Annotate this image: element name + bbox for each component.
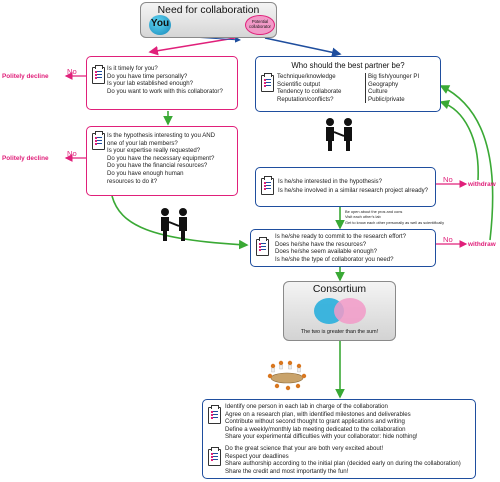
rule-line: Share the credit and most importantly th… [225, 467, 349, 475]
no-label-1: No [67, 67, 77, 76]
criteria-line: Geography [368, 80, 399, 88]
timing-questions-box: Is it timely for you? Do you have time p… [86, 56, 238, 110]
politely-decline-label-2: Politely decline [2, 155, 49, 162]
checklist-icon [261, 176, 274, 195]
consortium-title: Consortium [312, 284, 367, 295]
question-line: Does he/she have the resources? [275, 240, 367, 248]
question-line: Do you have the necessary equipment? [107, 154, 215, 162]
question-line: Does he/she seem available enough? [275, 248, 377, 256]
interest-questions-text: Is he/she interested in the hypothesis? … [278, 178, 428, 195]
question-line: Do you have the financial resources? [107, 162, 208, 170]
checklist-icon [208, 405, 221, 424]
criteria-line: Culture [368, 88, 388, 96]
checklist-icon [256, 237, 269, 256]
rule-line: Identify one person in each lab in charg… [225, 403, 388, 410]
no-label-4: No [443, 235, 453, 244]
meeting-table-icon [267, 360, 307, 391]
loop-withdraw-2 [439, 85, 494, 241]
no-label-3: No [443, 175, 453, 184]
question-line: Is the hypothesis interesting to you AND [107, 132, 216, 139]
note-line: Visit each other's lab [345, 214, 381, 220]
consortium-box: Consortium The two is greater than the s… [283, 281, 396, 341]
collaboration-rules-group-2: Do the great science that your are both … [225, 445, 461, 475]
handshake-icon-1 [326, 118, 352, 151]
collaboration-rules-box: Identify one person in each lab in charg… [202, 399, 476, 479]
question-line: Is your lab established enough? [107, 80, 194, 88]
rule-line: Do the great science that your are both … [225, 445, 384, 452]
arrow-box2-to-commit [111, 195, 249, 250]
criteria-line: Reputation/conflicts? [277, 95, 334, 103]
advice-note: Be open about the pros and cons Visit ea… [345, 209, 444, 225]
checklist-icon [92, 131, 105, 150]
handshake-icon-2 [161, 208, 187, 241]
question-line: Do you want to work with this collaborat… [107, 87, 223, 95]
best-partner-box: Who should the best partner be? Techniqu… [255, 56, 441, 112]
collaboration-rules-group-1: Identify one person in each lab in charg… [225, 403, 418, 441]
hypothesis-questions-box: Is the hypothesis interesting to you AND… [86, 126, 238, 196]
checklist-icon [208, 447, 221, 466]
criteria-line: Big fish/younger PI [368, 73, 420, 80]
you-circle [149, 15, 171, 35]
criteria-line: Tendency to collaborate [277, 88, 342, 96]
question-line: one of your lab members? [107, 139, 178, 147]
potential-collaborator-label: Potential collaborator [249, 19, 271, 29]
arrow-to-partner [264, 37, 342, 58]
partner-criteria-right: Big fish/younger PI Geography Culture Pu… [368, 73, 419, 103]
title-box: Need for collaboration You Potential col… [140, 2, 277, 38]
criteria-line: Technique/knowledge [277, 73, 336, 80]
withdraw-label-1: withdraw [468, 181, 496, 188]
partner-criteria-left: Technique/knowledge Scientific output Te… [277, 73, 341, 103]
question-line: Do you have enough human [107, 169, 184, 177]
note-line: Be open about the pros and cons [345, 209, 403, 214]
you-label: You [150, 18, 170, 29]
consortium-caption: The two is greater than the sum! [300, 329, 379, 335]
checklist-icon [261, 73, 274, 92]
note-line: Get to know each other personally as wel… [345, 219, 445, 225]
best-partner-title: Who should the best partner be? [291, 61, 405, 70]
criteria-line: Public/private [368, 95, 405, 103]
rule-line: Contribute without second thought to gra… [225, 418, 405, 426]
rule-line: Share authorship according to the initia… [225, 460, 461, 468]
rule-line: Respect your deadlines [225, 452, 289, 460]
question-line: Do you have time personally? [107, 72, 188, 80]
question-line: Is it timely for you? [107, 65, 158, 72]
withdraw-label-2: withdraw [468, 241, 496, 248]
rule-line: Share your experimental difficulties wit… [225, 433, 418, 441]
hypothesis-questions-text: Is the hypothesis interesting to you AND… [107, 132, 215, 185]
potential-collaborator-ellipse [245, 15, 275, 35]
question-line: Is your expertise really requested? [107, 147, 201, 155]
no-label-2: No [67, 149, 77, 158]
arrow-to-box1 [148, 37, 236, 56]
criteria-line: Scientific output [277, 80, 321, 88]
question-line: resources to do it? [107, 177, 158, 185]
rule-line: Agree on a research plan, with identifie… [225, 410, 411, 418]
question-line: Is he/she the type of collaborator you n… [275, 255, 394, 263]
politely-decline-label-1: Politely decline [2, 73, 49, 80]
criteria-divider [365, 73, 366, 103]
timing-questions-text: Is it timely for you? Do you have time p… [107, 65, 223, 95]
checklist-icon [92, 65, 105, 84]
page-title: Need for collaboration [157, 5, 260, 16]
rule-line: Define a weekly/monthly lab meeting dedi… [225, 425, 406, 433]
question-line: Is he/she ready to commit to the researc… [275, 233, 406, 240]
consortium-partner-circle [334, 298, 366, 324]
commitment-questions-text: Is he/she ready to commit to the researc… [275, 233, 406, 263]
commitment-questions-box: Is he/she ready to commit to the researc… [250, 229, 436, 267]
loop-withdraw-1 [439, 99, 479, 181]
question-line: Is he/she interested in the hypothesis? [278, 178, 382, 185]
interest-questions-box: Is he/she interested in the hypothesis? … [255, 167, 436, 207]
question-line: Is he/she involved in a similar research… [278, 186, 429, 194]
